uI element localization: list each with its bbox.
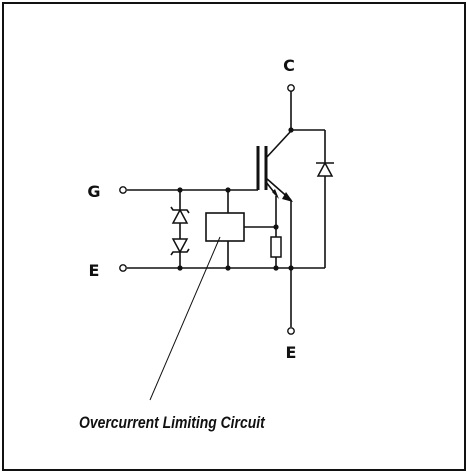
gate-terminal-pin [119,186,127,194]
zener-lower-icon [171,238,189,254]
emitter-sense-pin [119,264,127,272]
sense-node [273,224,279,230]
gate-label: G [87,182,100,201]
zener-lower-bar [170,248,190,256]
emitter-arrow-icon [282,192,293,202]
emitter-terminal-pin [287,327,295,335]
leader-line [149,236,221,401]
caption-text: Overcurrent Limiting Circuit [79,414,265,433]
zener-upper-icon [171,208,189,224]
emitter-label: E [286,343,297,362]
igbt-collector-lead [265,130,292,159]
collector-terminal-pin [287,84,295,92]
freewheel-diode-icon [316,161,334,177]
sense-arrow-icon [272,189,279,199]
collector-label: C [283,56,295,75]
limiting-circuit-box [205,212,245,242]
sense-resistor-icon [270,236,282,258]
emitter-sense-label: E [89,261,100,280]
zener-upper-bar [170,206,190,214]
